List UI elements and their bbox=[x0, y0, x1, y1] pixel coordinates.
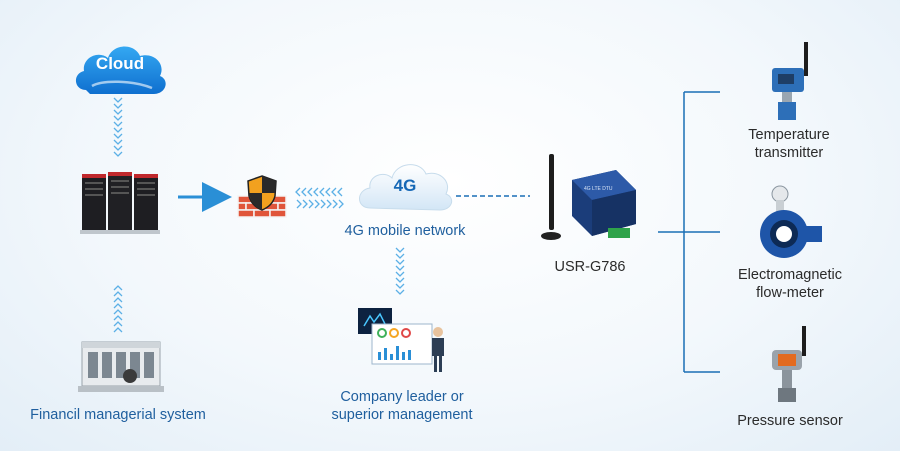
server-to-financial-link bbox=[113, 285, 123, 333]
temperature-caption-line1: Temperature bbox=[748, 127, 830, 143]
router-brand-text: 4G LTE DTU bbox=[584, 186, 613, 192]
network-label: 4G bbox=[393, 176, 417, 195]
firewall-icon bbox=[237, 175, 287, 218]
cloud-icon bbox=[75, 46, 166, 94]
management-caption: Company leader or superior management bbox=[312, 388, 492, 424]
pressure-sensor-icon bbox=[772, 326, 806, 402]
router-sensor-bracket bbox=[658, 91, 720, 373]
financial-system-node[interactable] bbox=[78, 336, 164, 394]
temperature-caption: Temperature transmitter bbox=[724, 126, 854, 162]
cloud-label: Cloud bbox=[95, 54, 145, 73]
network-to-management-link bbox=[395, 247, 405, 295]
pressure-sensor-node[interactable] bbox=[764, 326, 820, 406]
firewall-node[interactable] bbox=[236, 174, 288, 218]
pressure-caption: Pressure sensor bbox=[737, 413, 843, 429]
server-rack-node[interactable] bbox=[80, 168, 162, 234]
financial-caption: Financil managerial system bbox=[30, 407, 206, 423]
flowmeter-node[interactable] bbox=[754, 185, 826, 262]
network-cloud-icon bbox=[359, 164, 453, 211]
flowmeter-caption: Electromagnetic flow-meter bbox=[712, 266, 868, 302]
management-caption-line1: Company leader or bbox=[340, 389, 464, 405]
financial-terminal-icon bbox=[78, 341, 164, 392]
network-to-firewall-link bbox=[295, 187, 344, 209]
flowmeter-caption-line2: flow-meter bbox=[756, 285, 824, 301]
network-node[interactable]: 4G bbox=[356, 156, 454, 214]
temperature-transmitter-node[interactable] bbox=[758, 42, 824, 122]
server-rack-icon bbox=[80, 172, 160, 234]
flowmeter-icon bbox=[760, 185, 822, 258]
management-node[interactable] bbox=[358, 302, 450, 374]
router-caption: USR-G786 bbox=[554, 259, 626, 275]
temperature-caption-line2: transmitter bbox=[754, 145, 824, 161]
network-caption: 4G mobile network bbox=[344, 223, 466, 239]
router-icon: 4G LTE DTU bbox=[541, 154, 636, 240]
cloud-to-server-link bbox=[113, 97, 123, 157]
cloud-node[interactable]: Cloud bbox=[72, 36, 168, 100]
dashboard-presentation-icon bbox=[358, 308, 444, 372]
temperature-transmitter-icon bbox=[772, 42, 808, 120]
router-node[interactable]: 4G LTE DTU bbox=[536, 150, 640, 246]
flowmeter-caption-line1: Electromagnetic bbox=[738, 267, 842, 283]
management-caption-line2: superior management bbox=[331, 407, 473, 423]
